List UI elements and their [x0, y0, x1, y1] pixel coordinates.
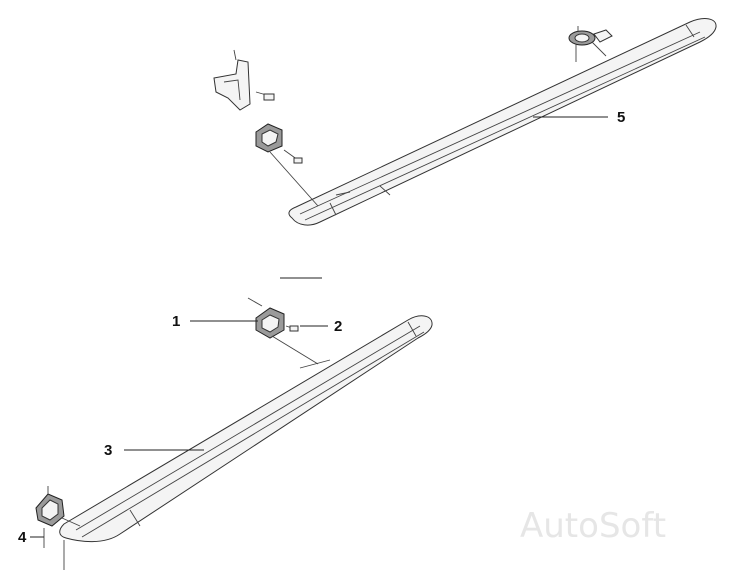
upper-front-guide-line — [269, 151, 319, 207]
upper-front-bracket — [213, 49, 275, 111]
lower-rear-bracket — [35, 486, 81, 570]
callout-4: 4 — [18, 529, 27, 546]
lower-running-board — [59, 315, 433, 543]
lower-front-guide-line — [271, 335, 319, 365]
callout-2: 2 — [334, 318, 342, 335]
callout-1: 1 — [172, 313, 180, 330]
lower-front-pad — [247, 297, 299, 339]
upper-running-board — [288, 18, 717, 226]
callout-3: 3 — [104, 442, 112, 459]
watermark: AutoSoft — [520, 506, 666, 546]
upper-front-pad — [255, 123, 303, 164]
upper-rear-bracket — [568, 26, 613, 62]
callout-5: 5 — [617, 109, 625, 126]
